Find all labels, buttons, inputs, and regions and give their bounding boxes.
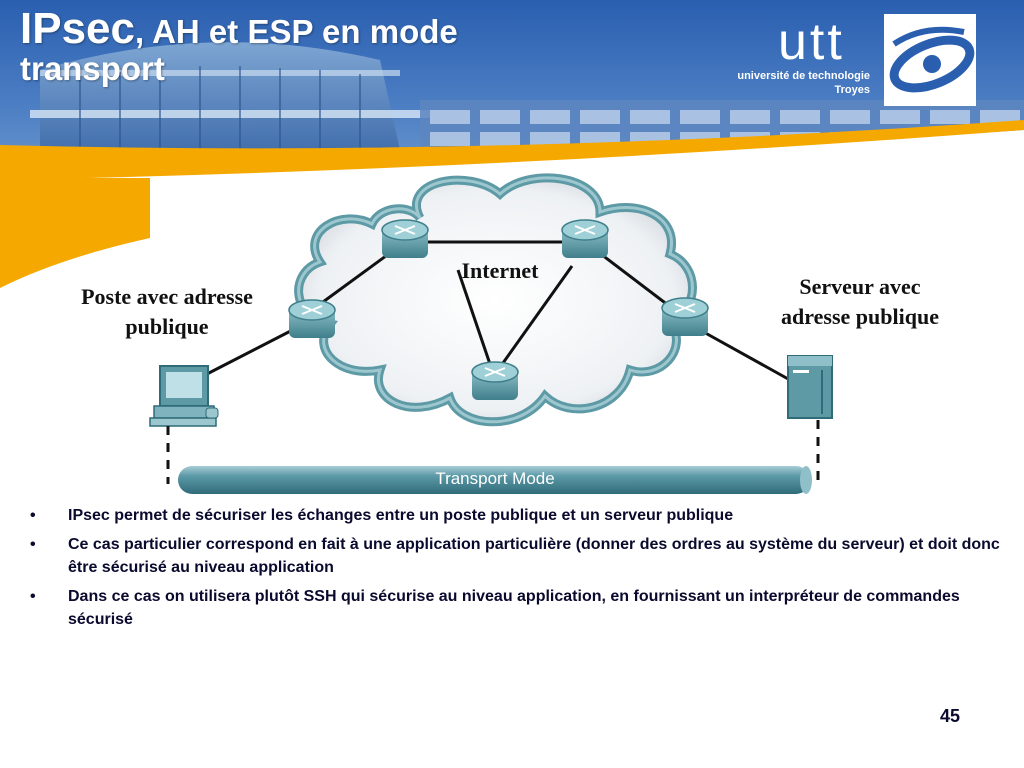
internet-label: Internet [461, 258, 539, 283]
title-ipsec: IPsec [20, 4, 135, 53]
network-diagram: Internet Poste avec adresse publique Ser… [0, 170, 1024, 500]
client-label-line2: publique [125, 314, 209, 339]
bullet-mark: • [30, 536, 36, 553]
router-icon [288, 299, 336, 338]
utt-logo: utt université de technologie Troyes [724, 14, 984, 110]
header-background [0, 0, 1024, 180]
client-label: Poste avec adresse publique [52, 282, 282, 342]
logo-name: utt [778, 13, 845, 71]
server-label: Serveur avec adresse publique [752, 272, 968, 332]
bullet-text: Dans ce cas on utilisera plutôt SSH qui … [68, 588, 960, 628]
router-icon [471, 361, 519, 400]
logo-emblem-icon [884, 14, 976, 106]
client-label-line1: Poste avec adresse [81, 284, 253, 309]
list-item: • Dans ce cas on utilisera plutôt SSH qu… [28, 585, 1000, 631]
title-line2: transport [20, 50, 165, 88]
server-label-line2: adresse publique [781, 304, 939, 329]
server-label-line1: Serveur avec [799, 274, 921, 299]
server-icon [787, 355, 833, 419]
bullet-mark: • [30, 588, 36, 605]
page-number: 45 [939, 706, 961, 726]
pc-icon [149, 365, 219, 427]
tunnel-label: Transport Mode [435, 469, 555, 488]
title-rest: , AH et ESP en mode [134, 13, 458, 50]
router-icon [381, 219, 429, 258]
list-item: • Ce cas particulier correspond en fait … [28, 533, 1000, 579]
logo-text: utt université de technologie Troyes [724, 14, 874, 96]
bullet-text: IPsec permet de sécuriser les échanges e… [68, 507, 734, 524]
tunnel-connectors [166, 420, 820, 484]
orange-accent [0, 178, 150, 288]
transport-tunnel [178, 466, 812, 494]
router-icon [561, 219, 609, 258]
diagram-canvas [149, 173, 833, 494]
bullet-mark: • [30, 507, 36, 524]
logo-subtitle-1: université de technologie [737, 70, 870, 82]
list-item: • IPsec permet de sécuriser les échanges… [28, 504, 1000, 527]
bullet-text: Ce cas particulier correspond en fait à … [68, 536, 1000, 576]
slide-header: IPsec, AH et ESP en mode transport utt u… [0, 0, 1024, 180]
router-icon [661, 297, 709, 336]
bullet-list: • IPsec permet de sécuriser les échanges… [28, 504, 1000, 637]
slide-title: IPsec, AH et ESP en mode transport [20, 4, 458, 88]
logo-subtitle-2: Troyes [834, 84, 870, 96]
